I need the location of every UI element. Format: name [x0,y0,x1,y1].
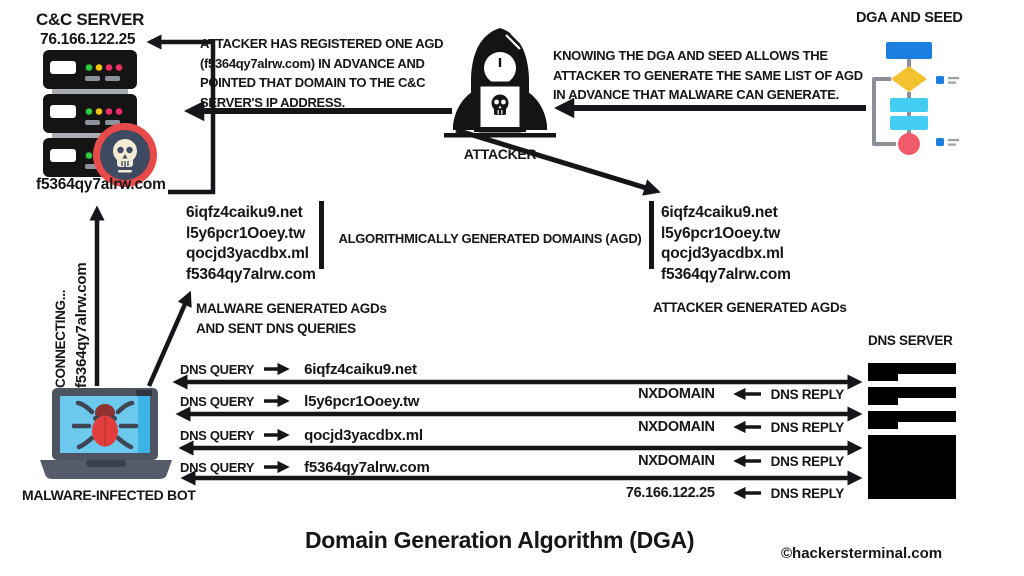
dns-reply-row-3: NXDOMAIN DNS REPLY [638,451,844,471]
dns-query-label: DNS QUERY [180,459,255,475]
server-rack-2 [43,94,137,133]
agd-domain: 6iqfz4caiku9.net [661,204,778,221]
skull-badge-icon [93,123,157,187]
cnc-server-title: C&C SERVER [36,10,145,29]
dns-reply-label: DNS REPLY [770,386,845,402]
reply-arrow-icon [732,487,761,499]
dns-reply-value: NXDOMAIN [638,453,715,469]
dns-reply-row-1: NXDOMAIN DNS REPLY [638,384,844,404]
agd-domain: f5364qy7alrw.com [186,265,316,283]
dga-flowchart-icon [872,42,959,155]
dns-query-domain: 6iqfz4caiku9.net [304,360,417,378]
agd-domain: f5364qy7alrw.com [661,265,791,283]
connecting-vertical-text: CONNECTING... f5364qy7alrw.com [50,222,94,388]
dns-query-label: DNS QUERY [180,427,255,443]
query-arrow-icon [264,363,290,375]
infected-laptop-icon [40,388,172,479]
agd-divider-left [319,201,324,269]
dns-reply-value: 76.166.122.25 [625,485,715,501]
reply-arrow-icon [732,421,761,433]
agd-divider-right [649,201,654,269]
agd-center-label: ALGORITHMICALLY GENERATED DOMAINS (AGD) [338,231,642,246]
dns-reply-label: DNS REPLY [770,485,845,501]
dns-reply-label: DNS REPLY [770,453,845,469]
dns-reply-row-2: NXDOMAIN DNS REPLY [638,417,844,437]
dns-query-row-1: DNS QUERY 6iqfz4caiku9.net [180,359,417,379]
agd-domain: l5y6pcr1Ooey.tw [661,224,781,242]
flowchart-note-1 [936,76,959,84]
dns-reply-row-4: 76.166.122.25 DNS REPLY [626,483,844,503]
query-arrow-icon [264,429,290,441]
cnc-server-domain: f5364qy7alrw.com [36,176,166,193]
dns-reply-value: NXDOMAIN [638,386,715,402]
connecting-domain: f5364qy7alrw.com [73,262,90,388]
dns-query-row-4: DNS QUERY f5364qy7alrw.com [180,457,430,477]
dns-query-row-3: DNS QUERY qocjd3yacdbx.ml [180,425,423,445]
attacker-icon [444,28,556,138]
connecting-label: CONNECTING... [53,289,68,388]
cnc-server-ip: 76.166.122.25 [40,31,136,48]
dns-query-domain: qocjd3yacdbx.ml [304,426,423,444]
agd-domain: l5y6pcr1Ooey.tw [186,224,306,242]
agd-domain: 6iqfz4caiku9.net [186,204,303,221]
server-rack-1 [43,50,137,89]
query-arrow-icon [264,461,290,473]
dns-reply-label: DNS REPLY [770,419,845,435]
attacker-agd-list: 6iqfz4caiku9.net l5y6pcr1Ooey.tw qocjd3y… [661,203,791,285]
bug-icon [71,400,139,450]
attacker-agd-caption: ATTACKER GENERATED AGDs [653,300,847,315]
malware-agd-list: 6iqfz4caiku9.net l5y6pcr1Ooey.tw qocjd3y… [186,203,316,285]
dns-query-label: DNS QUERY [180,393,255,409]
bot-label: MALWARE-INFECTED BOT [22,487,196,503]
reply-arrow-icon [732,388,761,400]
dns-query-row-2: DNS QUERY l5y6pcr1Ooey.tw [180,391,419,411]
diagram-title: Domain Generation Algorithm (DGA) [305,527,695,553]
malware-agd-caption: MALWARE GENERATED AGDs AND SENT DNS QUER… [196,301,387,336]
laptop-skull-icon [491,94,509,115]
note-registered-agd: ATTACKER HAS REGISTERED ONE AGD (f5364qy… [200,36,444,110]
dns-query-domain: l5y6pcr1Ooey.tw [304,392,420,410]
dns-server-icon [868,363,956,499]
note-knowing-dga: KNOWING THE DGA AND SEED ALLOWS THE ATTA… [553,48,863,102]
credit-text: ©hackersterminal.com [781,545,943,562]
flowchart-note-2 [936,138,959,146]
agd-domain: qocjd3yacdbx.ml [661,245,784,262]
agd-domain: qocjd3yacdbx.ml [186,245,309,262]
dns-reply-value: NXDOMAIN [638,419,715,435]
dga-seed-label: DGA AND SEED [856,10,963,26]
reply-arrow-icon [732,455,761,467]
dns-query-label: DNS QUERY [180,361,255,377]
dns-query-domain: f5364qy7alrw.com [304,458,430,476]
dns-server-label: DNS SERVER [868,333,953,348]
attacker-label: ATTACKER [463,146,537,162]
query-arrow-icon [264,395,290,407]
